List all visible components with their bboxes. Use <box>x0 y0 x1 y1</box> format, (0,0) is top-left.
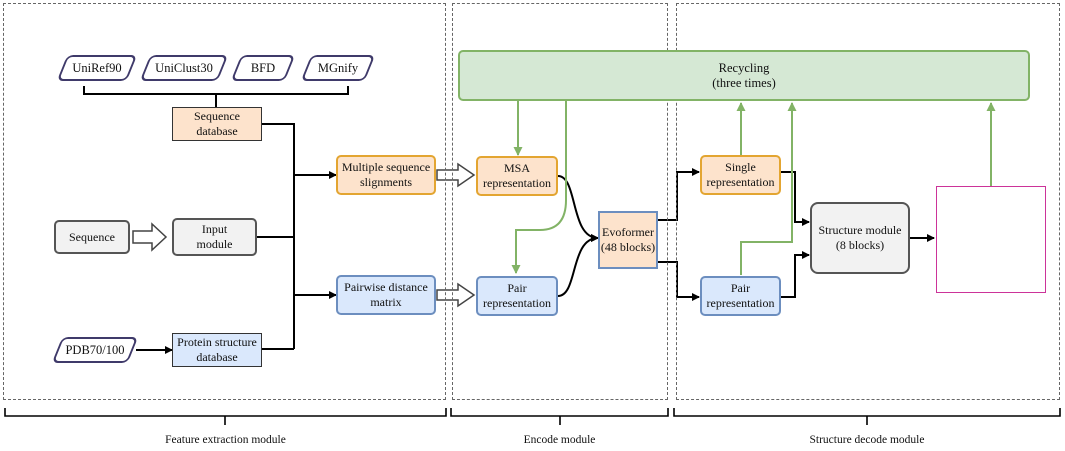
mgnify-label: MGnify <box>317 60 359 75</box>
feature-merge-lines <box>136 123 337 354</box>
recycling-line1: Recycling <box>718 60 770 75</box>
pair-representation-decode-line1: Pair <box>730 281 751 295</box>
msa-representation-box: MSA representation <box>476 156 558 196</box>
sequence-database-line1: Sequence <box>194 109 240 123</box>
msa-alignments-box: Multiple sequence slignments <box>336 155 436 195</box>
structure-module-line2: (8 blocks) <box>835 238 885 252</box>
pair-representation-decode-box: Pair representation <box>700 276 781 316</box>
uniref90-label: UniRef90 <box>72 60 122 75</box>
sequence-to-input-arrow <box>132 222 168 252</box>
uniref90-database: UniRef90 <box>56 55 138 81</box>
module-braces <box>4 408 1061 425</box>
structure-decode-brace <box>673 408 1061 425</box>
recycling-line2: (three times) <box>712 75 776 90</box>
structure-decode-caption: Structure decode module <box>809 434 925 446</box>
structure-decode-region <box>676 3 1060 400</box>
feature-extraction-brace <box>4 408 447 425</box>
hollow-arrows <box>132 162 476 308</box>
sequence-box: Sequence <box>54 220 130 254</box>
msa-alignments-line1: Multiple sequence <box>341 160 431 174</box>
msa-hollow-arrow <box>436 162 476 188</box>
uniclust30-database: UniClust30 <box>139 55 229 81</box>
single-representation-box: Single representation <box>700 155 781 195</box>
msa-representation-line1: MSA <box>503 161 530 175</box>
evoformer-box: Evoformer (48 blocks) <box>598 211 658 269</box>
pdb70-100-database: PDB70/100 <box>51 337 139 363</box>
pairwise-hollow-arrow <box>436 282 476 308</box>
uniclust30-label: UniClust30 <box>155 60 213 75</box>
protein-structure-image <box>936 186 1046 293</box>
pairwise-distance-line2: matrix <box>370 295 402 309</box>
protein-structure-database-box: Protein structure database <box>172 333 262 367</box>
single-representation-line1: Single <box>725 160 756 174</box>
sequence-database-line2: database <box>196 124 238 138</box>
pair-representation-decode-line2: representation <box>706 296 775 310</box>
feature-extraction-region <box>3 3 446 400</box>
protein-structure-database-line2: database <box>196 350 238 364</box>
sequence-database-box: Sequence database <box>172 107 262 141</box>
recycling-bar: Recycling (three times) <box>458 50 1030 101</box>
pair-representation-encode-box: Pair representation <box>476 276 558 316</box>
protein-structure-database-line1: Protein structure <box>177 335 257 349</box>
pair-representation-encode-line2: representation <box>483 296 551 310</box>
single-representation-line2: representation <box>706 175 775 189</box>
encode-brace <box>450 408 669 425</box>
bfd-label: BFD <box>250 60 276 75</box>
sequence-label: Sequence <box>69 229 115 244</box>
encode-caption: Encode module <box>523 434 596 446</box>
pairwise-distance-line1: Pairwise distance <box>344 280 428 294</box>
evoformer-line1: Evoformer <box>602 225 654 239</box>
pair-representation-encode-line1: Pair <box>507 281 527 295</box>
input-module-line1: Input <box>201 222 228 236</box>
encode-region <box>452 3 668 400</box>
feature-extraction-caption: Feature extraction module <box>165 434 286 446</box>
msa-representation-line2: representation <box>483 176 551 190</box>
bfd-database: BFD <box>230 55 296 81</box>
recycling-lines <box>511 101 996 275</box>
input-module-line2: module <box>196 237 233 251</box>
database-bracket <box>83 86 349 107</box>
structure-module-box: Structure module (8 blocks) <box>810 202 910 274</box>
structure-module-line1: Structure module <box>818 223 902 237</box>
pdb-label: PDB70/100 <box>65 342 125 357</box>
mgnify-database: MGnify <box>300 55 376 81</box>
pairwise-distance-box: Pairwise distance matrix <box>336 275 436 315</box>
input-module-box: Input module <box>172 218 257 256</box>
msa-alignments-line2: slignments <box>359 175 412 189</box>
evoformer-line2: (48 blocks) <box>600 240 656 254</box>
